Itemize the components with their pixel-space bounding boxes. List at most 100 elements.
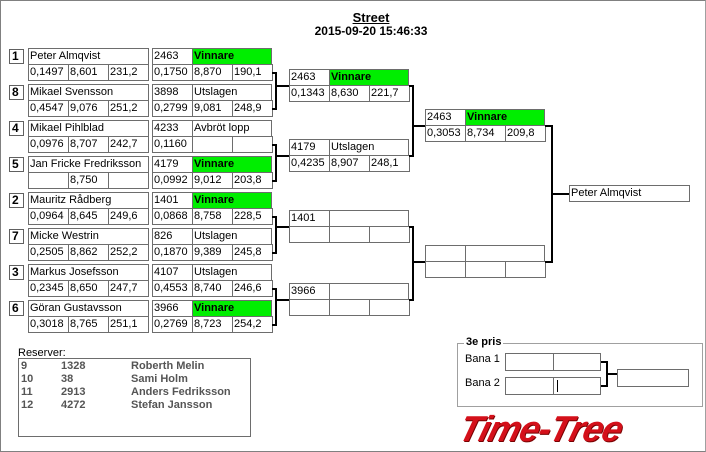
round1-result-id[interactable]: 4233	[152, 120, 193, 137]
round1-result-status[interactable]: Utslagen	[192, 84, 272, 101]
competitor-time[interactable]: 9,076	[68, 100, 109, 117]
competitor-time[interactable]	[28, 172, 69, 189]
round1-result-status[interactable]: Utslagen	[192, 264, 272, 281]
lane-1-status[interactable]	[553, 353, 601, 371]
round1-result-time[interactable]: 228,5	[232, 208, 273, 225]
round2-match-id[interactable]: 4179	[289, 139, 330, 156]
round3-match-time[interactable]	[465, 261, 506, 278]
competitor-time[interactable]: 251,1	[108, 316, 149, 333]
competitor-time[interactable]: 8,650	[68, 280, 109, 297]
competitor-time[interactable]: 8,765	[68, 316, 109, 333]
round1-result-status[interactable]: Vinnare	[192, 156, 272, 173]
round1-result-time[interactable]	[232, 136, 273, 153]
competitor-time[interactable]: 0,2345	[28, 280, 69, 297]
lane-2-status[interactable]	[553, 377, 601, 395]
round1-result-time[interactable]: 0,4553	[152, 280, 193, 297]
lane-2-id[interactable]	[505, 377, 554, 395]
round1-result-status[interactable]: Vinnare	[192, 48, 272, 65]
third-place-winner[interactable]	[617, 369, 689, 387]
round1-result-status[interactable]: Utslagen	[192, 228, 272, 245]
round1-result-time[interactable]: 245,8	[232, 244, 273, 261]
competitor-name[interactable]: Mikael Svensson	[28, 84, 149, 101]
round3-match-status[interactable]	[465, 245, 545, 262]
competitor-time[interactable]: 8,601	[68, 64, 109, 81]
competitor-time[interactable]: 8,707	[68, 136, 109, 153]
round2-match-status[interactable]: Utslagen	[329, 139, 409, 156]
round1-result-time[interactable]: 190,1	[232, 64, 273, 81]
round2-match-id[interactable]: 2463	[289, 69, 330, 86]
round3-match-id[interactable]: 2463	[425, 109, 466, 126]
round3-match-time[interactable]: 209,8	[505, 125, 546, 142]
round1-result-id[interactable]: 1401	[152, 192, 193, 209]
round1-result-time[interactable]: 9,389	[192, 244, 233, 261]
round1-result-time[interactable]	[192, 136, 233, 153]
round1-result-time[interactable]: 0,1870	[152, 244, 193, 261]
competitor-time[interactable]: 0,1497	[28, 64, 69, 81]
competitor-time[interactable]: 251,2	[108, 100, 149, 117]
round2-match-id[interactable]: 3966	[289, 283, 330, 300]
round2-match-time[interactable]: 0,4235	[289, 155, 330, 172]
round2-match-id[interactable]: 1401	[289, 210, 330, 227]
round1-result-status[interactable]: Vinnare	[192, 192, 272, 209]
round2-match-time[interactable]	[329, 299, 370, 316]
competitor-time[interactable]: 231,2	[108, 64, 149, 81]
round1-result-time[interactable]: 8,723	[192, 316, 233, 333]
competitor-time[interactable]: 252,2	[108, 244, 149, 261]
round1-result-time[interactable]: 0,2769	[152, 316, 193, 333]
round3-match-time[interactable]	[425, 261, 466, 278]
competitor-time[interactable]	[108, 172, 149, 189]
round3-match-id[interactable]	[425, 245, 466, 262]
round1-result-status[interactable]: Avbröt lopp	[192, 120, 272, 137]
round2-match-status[interactable]: Vinnare	[329, 69, 409, 86]
round1-result-time[interactable]: 8,758	[192, 208, 233, 225]
round2-match-status[interactable]	[329, 283, 409, 300]
competitor-name[interactable]: Peter Almqvist	[28, 48, 149, 65]
competitor-time[interactable]: 8,645	[68, 208, 109, 225]
competitor-time[interactable]: 242,7	[108, 136, 149, 153]
round2-match-time[interactable]	[329, 226, 370, 243]
competitor-time[interactable]: 8,862	[68, 244, 109, 261]
round1-result-time[interactable]: 0,1160	[152, 136, 193, 153]
round2-match-time[interactable]: 8,907	[329, 155, 370, 172]
round3-match-time[interactable]: 0,3053	[425, 125, 466, 142]
competitor-name[interactable]: Jan Fricke Fredriksson	[28, 156, 149, 173]
lane-1-id[interactable]	[505, 353, 554, 371]
round3-match-status[interactable]: Vinnare	[465, 109, 545, 126]
round2-match-time[interactable]	[289, 299, 330, 316]
round2-match-time[interactable]	[369, 299, 410, 316]
round2-match-status[interactable]	[329, 210, 409, 227]
round1-result-time[interactable]: 0,0868	[152, 208, 193, 225]
round2-match-time[interactable]: 221,7	[369, 85, 410, 102]
round1-result-time[interactable]: 254,2	[232, 316, 273, 333]
round1-result-time[interactable]: 9,012	[192, 172, 233, 189]
round3-match-time[interactable]: 8,734	[465, 125, 506, 142]
round2-match-time[interactable]	[369, 226, 410, 243]
round1-result-id[interactable]: 826	[152, 228, 193, 245]
round1-result-id[interactable]: 3898	[152, 84, 193, 101]
round1-result-id[interactable]: 2463	[152, 48, 193, 65]
round1-result-time[interactable]: 8,870	[192, 64, 233, 81]
round1-result-id[interactable]: 4107	[152, 264, 193, 281]
competitor-time[interactable]: 8,750	[68, 172, 109, 189]
round2-match-time[interactable]: 248,1	[369, 155, 410, 172]
competitor-name[interactable]: Mauritz Rådberg	[28, 192, 149, 209]
round1-result-status[interactable]: Vinnare	[192, 300, 272, 317]
competitor-name[interactable]: Mikael Pihlblad	[28, 120, 149, 137]
round2-match-time[interactable]: 8,630	[329, 85, 370, 102]
competitor-time[interactable]: 0,2505	[28, 244, 69, 261]
round2-match-time[interactable]: 0,1343	[289, 85, 330, 102]
competitor-name[interactable]: Micke Westrin	[28, 228, 149, 245]
round1-result-time[interactable]: 0,0992	[152, 172, 193, 189]
round1-result-id[interactable]: 3966	[152, 300, 193, 317]
round1-result-time[interactable]: 248,9	[232, 100, 273, 117]
competitor-time[interactable]: 0,0976	[28, 136, 69, 153]
round1-result-time[interactable]: 8,740	[192, 280, 233, 297]
round1-result-time[interactable]: 0,2799	[152, 100, 193, 117]
round1-result-time[interactable]: 9,081	[192, 100, 233, 117]
competitor-name[interactable]: Göran Gustavsson	[28, 300, 149, 317]
competitor-time[interactable]: 0,0964	[28, 208, 69, 225]
round1-result-time[interactable]: 203,8	[232, 172, 273, 189]
competitor-time[interactable]: 247,7	[108, 280, 149, 297]
round1-result-time[interactable]: 0,1750	[152, 64, 193, 81]
